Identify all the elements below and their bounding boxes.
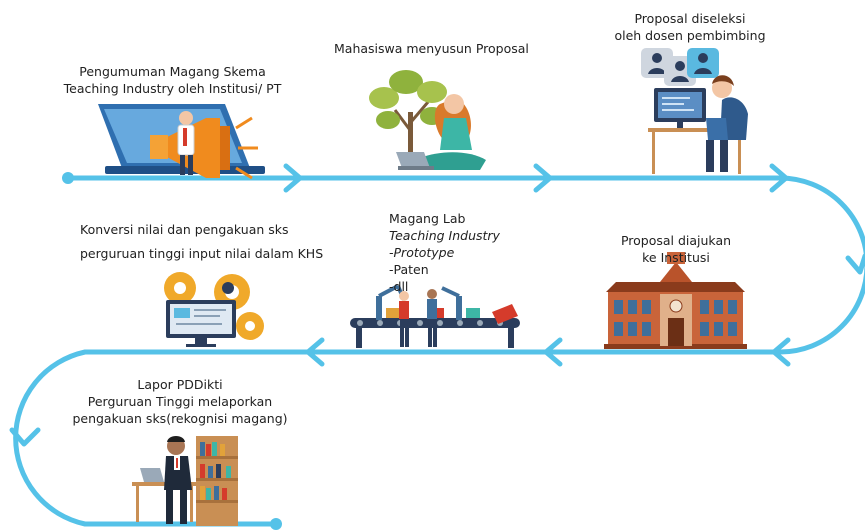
arrow-left-1-icon	[771, 337, 791, 367]
step5-label: Magang Lab Teaching Industry -Prototype …	[389, 211, 500, 294]
arrow-left-3-icon	[305, 337, 325, 367]
flow-end-dot	[270, 518, 282, 530]
step2-label: Mahasiswa menyusun Proposal	[334, 41, 529, 56]
arrow-down-right-icon	[845, 253, 865, 275]
arrow-right-2-icon	[533, 163, 553, 193]
arrow-right-1-icon	[283, 163, 303, 193]
step3-label: Proposal diseleksi oleh dosen pembimbing	[614, 11, 766, 43]
step6-label: Konversi nilai dan pengakuan sks perguru…	[80, 222, 324, 261]
gears-computer-icon	[164, 272, 264, 347]
arrow-left-2-icon	[543, 337, 563, 367]
factory-line-icon	[350, 284, 520, 348]
step4-label: Proposal diajukan ke Institusi	[620, 233, 732, 265]
arrow-down-left-icon	[9, 427, 41, 447]
arrow-right-3-icon	[769, 163, 789, 193]
reviewer-computer-icon	[641, 48, 748, 174]
student-laptop-tree-icon	[369, 70, 486, 170]
step7-label: Lapor PDDikti Perguruan Tinggi melaporka…	[72, 377, 288, 426]
office-desk-icon	[132, 436, 238, 526]
step1-label: Pengumuman Magang Skema Teaching Industr…	[63, 64, 282, 96]
flow-line	[13, 175, 865, 527]
megaphone-laptop-icon	[98, 104, 265, 180]
institution-building-icon	[604, 252, 747, 349]
flow-start-dot	[62, 172, 74, 184]
